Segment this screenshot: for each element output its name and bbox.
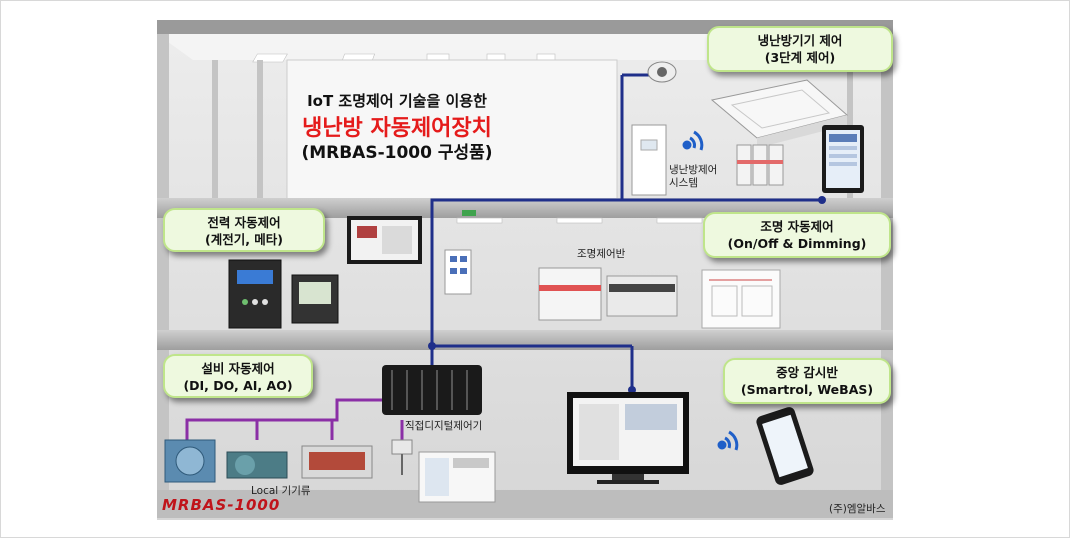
title-line-3: (MRBAS-1000 구성품) bbox=[301, 143, 493, 163]
ground-slab bbox=[157, 490, 893, 518]
building-diagram: IoT 조명제어 기술을 이용한 냉난방 자동제어장치 (MRBAS-1000 … bbox=[157, 20, 893, 520]
monitoring-screen-small bbox=[347, 216, 422, 264]
callout-central-line2: (Smartrol, WeBAS) bbox=[740, 382, 874, 397]
power-meter bbox=[291, 274, 339, 324]
hvac-controller bbox=[631, 124, 667, 196]
wifi-icon bbox=[682, 130, 739, 451]
fan-unit bbox=[164, 439, 216, 483]
callout-central: 중앙 감시반 (Smartrol, WeBAS) bbox=[723, 358, 891, 404]
cassette-ac bbox=[710, 79, 849, 148]
network-lines bbox=[430, 73, 822, 400]
company-name: (주)엠알바스 bbox=[829, 503, 886, 515]
central-monitor bbox=[567, 392, 689, 484]
callout-hvac-line2: (3단계 제어) bbox=[764, 50, 836, 65]
callout-lighting-line1: 조명 자동제어 bbox=[760, 219, 834, 234]
floor-slab-2 bbox=[157, 330, 893, 350]
title-line-2: 냉난방 자동제어장치 bbox=[302, 116, 492, 141]
callout-power-line1: 전력 자동제어 bbox=[207, 215, 281, 230]
building-illustration bbox=[157, 20, 893, 520]
callout-hvac-line1: 냉난방기기 제어 bbox=[757, 33, 843, 48]
air-handler-unit bbox=[301, 445, 373, 479]
ceiling-sensor bbox=[647, 61, 677, 83]
pump-unit bbox=[226, 451, 288, 479]
label-local-equipment: Local 기기류 bbox=[251, 485, 311, 497]
callout-lighting-line2: (On/Off & Dimming) bbox=[727, 236, 867, 251]
callout-equipment: 설비 자동제어 (DI, DO, AI, AO) bbox=[163, 354, 313, 398]
callout-hvac: 냉난방기기 제어 (3단계 제어) bbox=[707, 26, 893, 72]
label-hvac-system-1: 냉난방제어 bbox=[669, 164, 718, 176]
title-line-1: IoT 조명제어 기술을 이용한 bbox=[307, 92, 487, 110]
network-node bbox=[462, 210, 476, 216]
lighting-modules bbox=[538, 267, 678, 321]
callout-power: 전력 자동제어 (계전기, 메타) bbox=[163, 208, 325, 252]
label-hvac-system-2: 시스템 bbox=[669, 177, 698, 189]
callout-equipment-line1: 설비 자동제어 bbox=[201, 361, 275, 376]
drawing-sheet bbox=[701, 269, 781, 329]
local-screen bbox=[418, 451, 496, 503]
smartphone bbox=[756, 407, 814, 485]
power-relay bbox=[228, 259, 282, 329]
local-bus-lines bbox=[185, 398, 404, 440]
label-lighting-panel: 조명제어반 bbox=[577, 248, 626, 260]
ddc-controller bbox=[382, 365, 482, 415]
callout-power-line2: (계전기, 메타) bbox=[204, 232, 284, 247]
hvac-relay-modules bbox=[736, 144, 784, 186]
callout-equipment-line2: (DI, DO, AI, AO) bbox=[183, 378, 293, 393]
mrbas-logo: MRBAS-1000 bbox=[162, 496, 281, 514]
callout-lighting: 조명 자동제어 (On/Off & Dimming) bbox=[703, 212, 891, 258]
switch-panel bbox=[444, 249, 472, 295]
label-ddc: 직접디지털제어기 bbox=[405, 420, 483, 432]
sensor-probe bbox=[391, 439, 413, 475]
callout-central-line1: 중앙 감시반 bbox=[776, 365, 838, 380]
tablet-device bbox=[822, 125, 864, 193]
